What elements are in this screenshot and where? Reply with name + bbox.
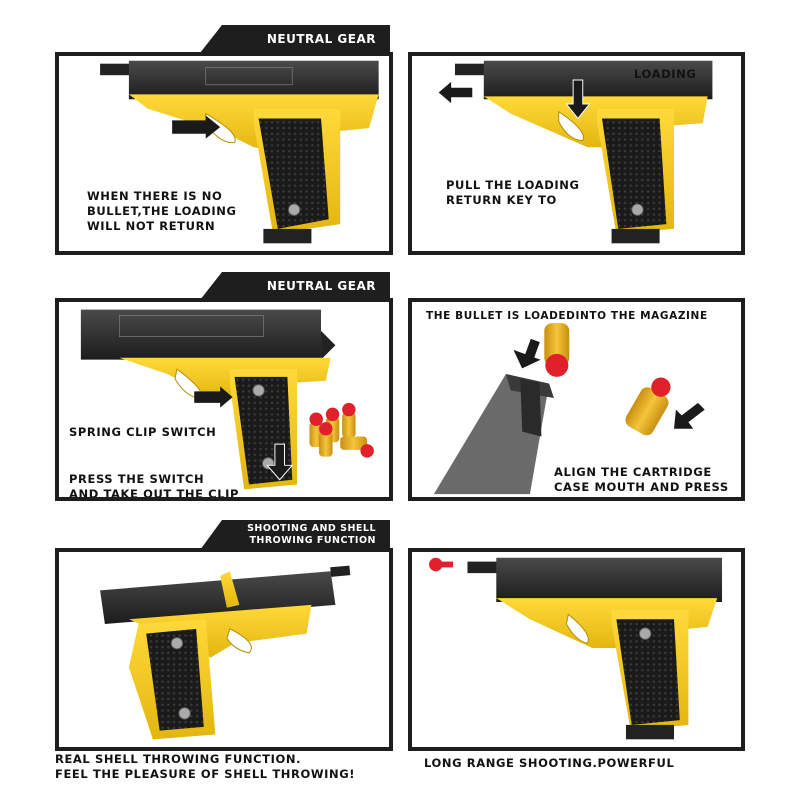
panel-shell-throwing (55, 548, 393, 751)
neutral-gear-tab-2: NEUTRAL GEAR (200, 272, 390, 300)
spring-clip-label: SPRING CLIP SWITCH (69, 425, 217, 439)
pistol-image (100, 565, 351, 740)
arrow-down-icon (266, 443, 294, 481)
panel-no-bullet: WHEN THERE IS NO BULLET,THE LOADING WILL… (55, 52, 393, 255)
caption-line: ALIGN THE CARTRIDGE (554, 465, 712, 479)
arrow-right-icon (194, 386, 233, 408)
neutral-gear-tab: NEUTRAL GEAR (200, 25, 390, 53)
arrow-right-icon (172, 115, 221, 139)
caption-line: REAL SHELL THROWING FUNCTION. (55, 752, 302, 766)
arrow-down-left-icon (674, 402, 705, 429)
bullet-upper (544, 323, 570, 377)
caption-magazine: ALIGN THE CARTRIDGE CASE MOUTH AND PRESS (554, 465, 729, 495)
caption-line: LONG RANGE SHOOTING.POWERFUL (424, 756, 675, 770)
caption-line: BULLET,THE LOADING (87, 204, 237, 218)
caption-line: WILL NOT RETURN (87, 219, 216, 233)
caption-spring-clip: PRESS THE SWITCH AND TAKE OUT THE CLIP (69, 472, 240, 501)
arrow-left-icon (438, 81, 473, 104)
caption-loading: PULL THE LOADING RETURN KEY TO (446, 178, 580, 208)
magazine-label: THE BULLET IS LOADEDINTO THE MAGAZINE (426, 310, 708, 322)
caption-line: CASE MOUTH AND PRESS (554, 480, 729, 494)
arrow-down-icon (565, 79, 591, 120)
shooting-shell-tab: SHOOTING AND SHELL THROWING FUNCTION (200, 520, 390, 550)
panel-long-range (408, 548, 745, 751)
pistol-image (80, 309, 374, 490)
shooting-tab-line1: SHOOTING AND SHELL (247, 523, 376, 534)
magazine-image (433, 323, 705, 495)
panel-spring-clip: SPRING CLIP SWITCH PRESS THE SWITCH AND … (55, 298, 393, 501)
panel-loading: LOADING PULL THE LOADING RETURN KEY TO (408, 52, 745, 255)
bullet-right (625, 377, 671, 436)
caption-line: AND TAKE OUT THE CLIP (69, 487, 240, 501)
arrow-down-icon (513, 338, 541, 369)
pistol-image (100, 60, 379, 244)
pistol-image (429, 557, 723, 740)
loading-label: LOADING (634, 67, 697, 81)
bullets-group (309, 402, 374, 458)
caption-shell-throwing-text: REAL SHELL THROWING FUNCTION. FEEL THE P… (55, 752, 355, 782)
caption-line: PULL THE LOADING (446, 178, 580, 192)
caption-line: WHEN THERE IS NO (87, 189, 223, 203)
caption-line: RETURN KEY TO (446, 193, 557, 207)
pistol-image (438, 60, 713, 244)
shooting-tab-line2: THROWING FUNCTION (249, 535, 376, 546)
panel-magazine: THE BULLET IS LOADEDINTO THE MAGAZINE AL… (408, 298, 745, 501)
caption-no-bullet: WHEN THERE IS NO BULLET,THE LOADING WILL… (87, 189, 237, 234)
caption-line: PRESS THE SWITCH (69, 472, 205, 486)
caption-long-range: LONG RANGE SHOOTING.POWERFUL (424, 756, 674, 771)
caption-line: FEEL THE PLEASURE OF SHELL THROWING! (55, 767, 356, 781)
